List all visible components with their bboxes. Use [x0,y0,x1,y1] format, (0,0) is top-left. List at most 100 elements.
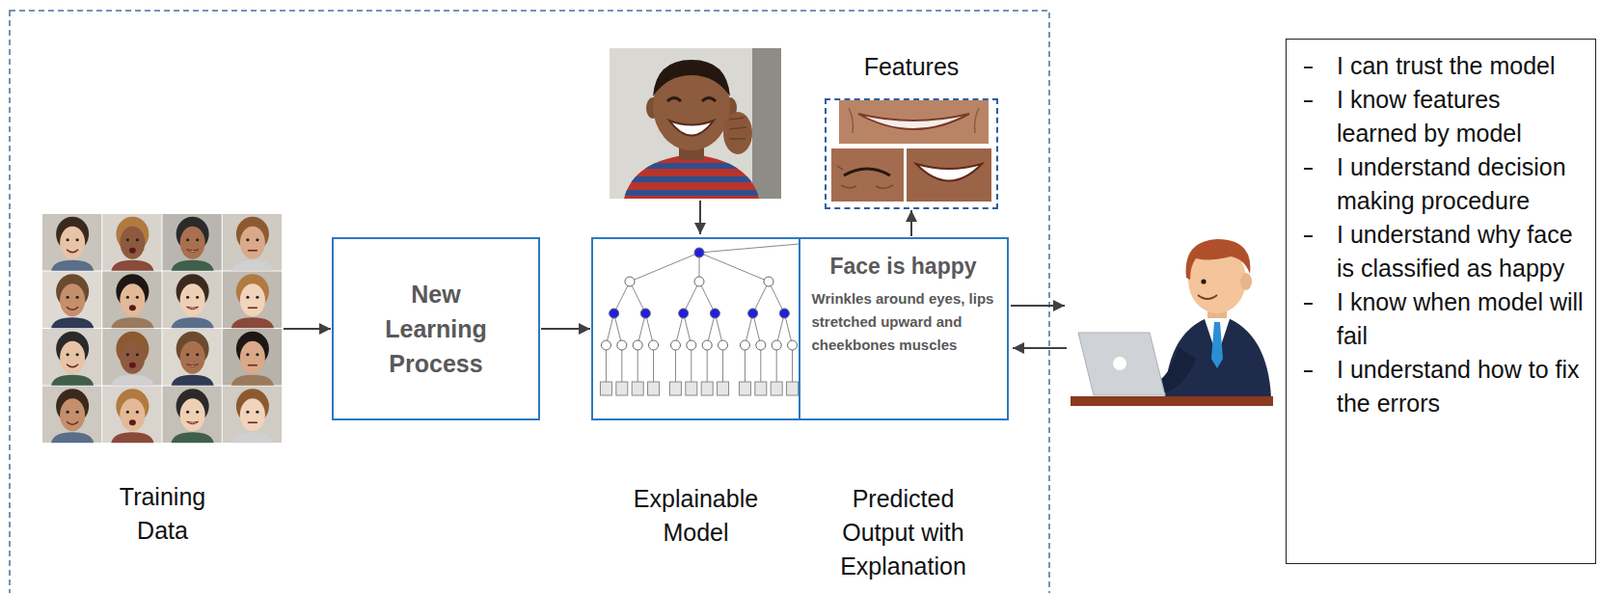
illustration-part [1200,278,1206,284]
illustration-part [135,352,139,356]
illustration-part [42,328,102,386]
illustration-part [759,345,761,382]
illustration-part [609,308,620,319]
illustration-part [222,271,282,329]
illustration-part [110,317,154,328]
bullet-item: I understand how to fix the errors [1286,352,1586,421]
illustration-part [129,247,136,254]
user-illustration [1070,239,1274,407]
illustration-part [42,271,102,329]
illustration-part [66,352,70,356]
illustration-part [135,238,139,242]
illustration-part [76,410,80,414]
illustration-part [162,214,222,272]
illustration-part [723,111,753,155]
illustration-part [752,48,782,199]
illustration-part [187,364,199,368]
illustration-part [119,226,145,260]
illustration-part [748,308,759,319]
illustration-part [678,308,689,319]
illustration-part [129,304,136,311]
illustration-part [180,341,206,375]
illustration-part [171,216,215,272]
illustration-part [171,432,215,443]
illustration-part [66,238,70,242]
training-data: Training Data [42,214,283,444]
flow-arrow [541,327,591,330]
illustration-part [1070,396,1274,407]
illustration-part [126,410,130,414]
illustration-part [755,381,767,396]
illustration-part [722,345,724,382]
illustration-part [616,381,628,396]
illustration-part [110,388,154,443]
illustration-part [652,59,731,97]
illustration-part [171,317,215,328]
illustration-part [771,340,782,351]
illustration-part [42,214,102,272]
bullet-item: I can trust the model [1286,49,1586,83]
illustration-part [837,165,894,189]
illustration-part [685,381,698,396]
illustration-part [1211,322,1223,369]
illustration-part [694,247,705,258]
illustration-part [222,386,282,444]
illustration-part [255,410,259,414]
illustration-part [231,331,274,386]
illustration-part [42,214,102,272]
illustration-part [66,296,70,299]
illustration-part [617,340,627,351]
illustration-part [247,364,258,367]
illustration-part [222,214,282,272]
illustration-part [753,281,769,314]
illustration-part [222,328,282,386]
illustration-part [738,381,751,396]
illustration-part [102,328,162,386]
illustration-part [699,243,799,253]
illustration-part [51,388,94,443]
illustration-part [640,308,651,319]
illustration-part [776,345,778,382]
illustration-part [1240,272,1252,291]
illustration-part [609,176,782,183]
illustration-part [180,398,206,432]
illustration-part [186,410,190,414]
illustration-part [599,381,612,396]
bullet-item: I know features learned by model [1286,82,1586,151]
illustration-part [763,276,774,287]
illustration-part [110,375,154,386]
illustration-part [629,281,646,314]
illustration-part [609,165,782,193]
benefits-box: I can trust the modelI know features lea… [1285,38,1597,565]
illustration-part [162,386,222,444]
illustration-part [1112,356,1127,371]
illustration-part [186,238,190,242]
illustration-part [110,331,154,386]
decision-tree [599,243,799,396]
illustration-part [675,345,677,382]
illustration-part [690,345,692,382]
illustration-part [162,214,222,272]
illustration-part [66,410,70,414]
illustration-part [102,386,162,444]
illustration-part [709,308,720,319]
illustration-part [787,340,798,351]
illustration-part [222,386,282,444]
illustration-part [195,410,199,414]
illustration-part [42,386,102,444]
illustration-part [187,306,199,310]
illustration-part [699,200,702,235]
boy-photo [609,48,782,199]
illustration-part [1186,239,1251,280]
illustration-part [171,273,215,328]
illustration-part [756,340,766,351]
illustration-part [110,216,154,272]
illustration-part [240,398,266,432]
illustration-part [629,252,700,282]
flow-arrow [283,327,331,330]
illustration-part [652,345,654,382]
illustration-part [180,283,206,317]
illustration-part [59,226,85,260]
